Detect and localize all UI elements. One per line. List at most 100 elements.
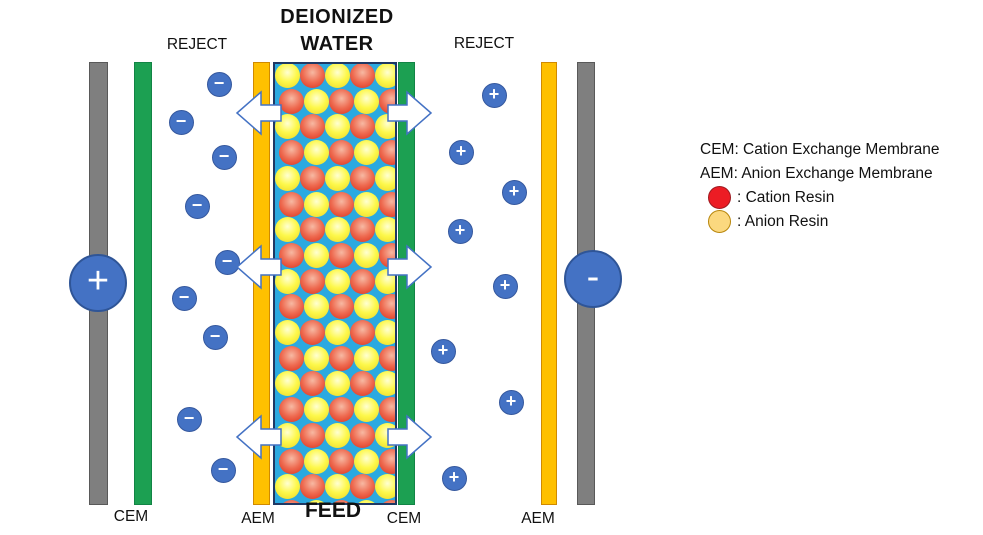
cem-label-outer-left: CEM bbox=[113, 508, 149, 525]
anion-ion: − bbox=[171, 285, 197, 311]
cation-resin-bead bbox=[378, 397, 395, 423]
anion-resin-bead bbox=[325, 422, 350, 448]
cation-resin-bead bbox=[378, 294, 395, 320]
anode-terminal: + bbox=[69, 254, 127, 312]
legend-row-cation-resin: : Cation Resin bbox=[700, 185, 940, 209]
anion-resin-bead bbox=[304, 345, 330, 371]
cation-ion: + bbox=[498, 389, 524, 415]
anion-resin-bead bbox=[374, 114, 395, 140]
anion-resin-bead bbox=[275, 474, 301, 500]
feed-label: FEED bbox=[304, 499, 361, 522]
cation-ion: + bbox=[441, 465, 467, 491]
aem-membrane-outer-right bbox=[541, 62, 557, 505]
cation-resin-bead bbox=[329, 499, 354, 503]
anion-ion: − bbox=[176, 406, 202, 432]
legend-row-anion-resin: : Anion Resin bbox=[700, 209, 940, 233]
anion-resin-bead bbox=[304, 140, 330, 166]
cation-resin-bead bbox=[329, 191, 354, 217]
anion-resin-bead bbox=[275, 320, 301, 345]
cation-resin-bead bbox=[378, 242, 395, 268]
anion-resin-bead bbox=[304, 294, 330, 320]
aem-membrane-inner-left bbox=[253, 62, 270, 505]
anion-resin-bead bbox=[353, 448, 379, 474]
anion-resin-bead bbox=[275, 114, 301, 140]
cation-resin-bead bbox=[349, 165, 375, 191]
anion-resin-bead bbox=[374, 371, 395, 397]
anion-resin-bead bbox=[353, 88, 379, 114]
cation-ion: + bbox=[447, 218, 473, 244]
cation-resin-bead bbox=[300, 217, 326, 243]
anion-resin-bead bbox=[374, 320, 395, 345]
cation-resin-bead bbox=[279, 499, 305, 503]
anion-resin-bead bbox=[275, 371, 301, 397]
anion-resin-bead bbox=[374, 268, 395, 294]
cation-resin-bead bbox=[329, 140, 354, 166]
anion-ion: − bbox=[210, 457, 236, 483]
reject-label-left: REJECT bbox=[166, 36, 228, 53]
anion-resin-bead bbox=[325, 371, 350, 397]
cation-resin-bead bbox=[329, 397, 354, 423]
aem-label-inner-left: AEM bbox=[241, 510, 275, 527]
cation-resin-bead bbox=[279, 294, 305, 320]
anion-resin-swatch-icon bbox=[708, 209, 731, 233]
resin-bed bbox=[273, 62, 397, 505]
cem-membrane-inner-right bbox=[398, 62, 415, 505]
cathode-terminal: - bbox=[564, 250, 622, 308]
anion-ion: − bbox=[202, 324, 228, 350]
cation-resin-bead bbox=[349, 422, 375, 448]
anion-resin-bead bbox=[275, 268, 301, 294]
anion-resin-bead bbox=[275, 165, 301, 191]
anion-ion: − bbox=[184, 193, 210, 219]
anion-ion: − bbox=[214, 249, 240, 275]
cation-resin-bead bbox=[349, 64, 375, 88]
cation-resin-bead bbox=[279, 191, 305, 217]
cation-resin-bead bbox=[378, 499, 395, 503]
cation-resin-bead bbox=[279, 140, 305, 166]
cation-resin-bead bbox=[300, 320, 326, 345]
anion-resin-bead bbox=[304, 88, 330, 114]
anion-resin-bead bbox=[325, 114, 350, 140]
cation-resin-bead bbox=[349, 371, 375, 397]
legend-row-cem: CEM: Cation Exchange Membrane bbox=[700, 137, 940, 161]
anion-resin-bead bbox=[325, 165, 350, 191]
cation-resin-bead bbox=[329, 88, 354, 114]
cation-resin-bead bbox=[279, 448, 305, 474]
cation-resin-bead bbox=[349, 474, 375, 500]
anion-resin-bead bbox=[275, 64, 301, 88]
cation-resin-bead bbox=[378, 448, 395, 474]
anion-resin-bead bbox=[353, 242, 379, 268]
anion-resin-bead bbox=[304, 448, 330, 474]
cation-resin-swatch-icon bbox=[708, 185, 731, 209]
anion-resin-bead bbox=[325, 474, 350, 500]
anion-resin-bead bbox=[304, 397, 330, 423]
anion-resin-bead bbox=[325, 64, 350, 88]
cation-resin-bead bbox=[378, 191, 395, 217]
cation-ion: + bbox=[492, 273, 518, 299]
cation-resin-bead bbox=[300, 422, 326, 448]
cation-resin-bead bbox=[279, 88, 305, 114]
legend-anion-resin-text: : Anion Resin bbox=[737, 212, 829, 230]
legend-row-aem: AEM: Anion Exchange Membrane bbox=[700, 161, 940, 185]
anion-resin-bead bbox=[374, 64, 395, 88]
cation-resin-bead bbox=[349, 268, 375, 294]
cation-resin-bead bbox=[329, 294, 354, 320]
legend-cem-text: CEM: Cation Exchange Membrane bbox=[700, 140, 940, 158]
cem-membrane-outer-left bbox=[134, 62, 152, 505]
cation-resin-bead bbox=[279, 345, 305, 371]
anion-resin-bead bbox=[374, 217, 395, 243]
anion-resin-bead bbox=[353, 397, 379, 423]
title-line1: DEIONIZED bbox=[280, 6, 394, 28]
anion-resin-bead bbox=[275, 422, 301, 448]
cem-label-inner-right: CEM bbox=[386, 510, 422, 527]
anion-resin-bead bbox=[304, 242, 330, 268]
anion-resin-bead bbox=[304, 499, 330, 503]
cation-resin-bead bbox=[349, 320, 375, 345]
cation-resin-bead bbox=[300, 114, 326, 140]
legend: CEM: Cation Exchange Membrane AEM: Anion… bbox=[700, 137, 940, 233]
anion-resin-bead bbox=[353, 294, 379, 320]
cation-resin-bead bbox=[349, 217, 375, 243]
title-line2: WATER bbox=[300, 33, 374, 55]
anion-resin-bead bbox=[374, 165, 395, 191]
cation-resin-bead bbox=[300, 371, 326, 397]
